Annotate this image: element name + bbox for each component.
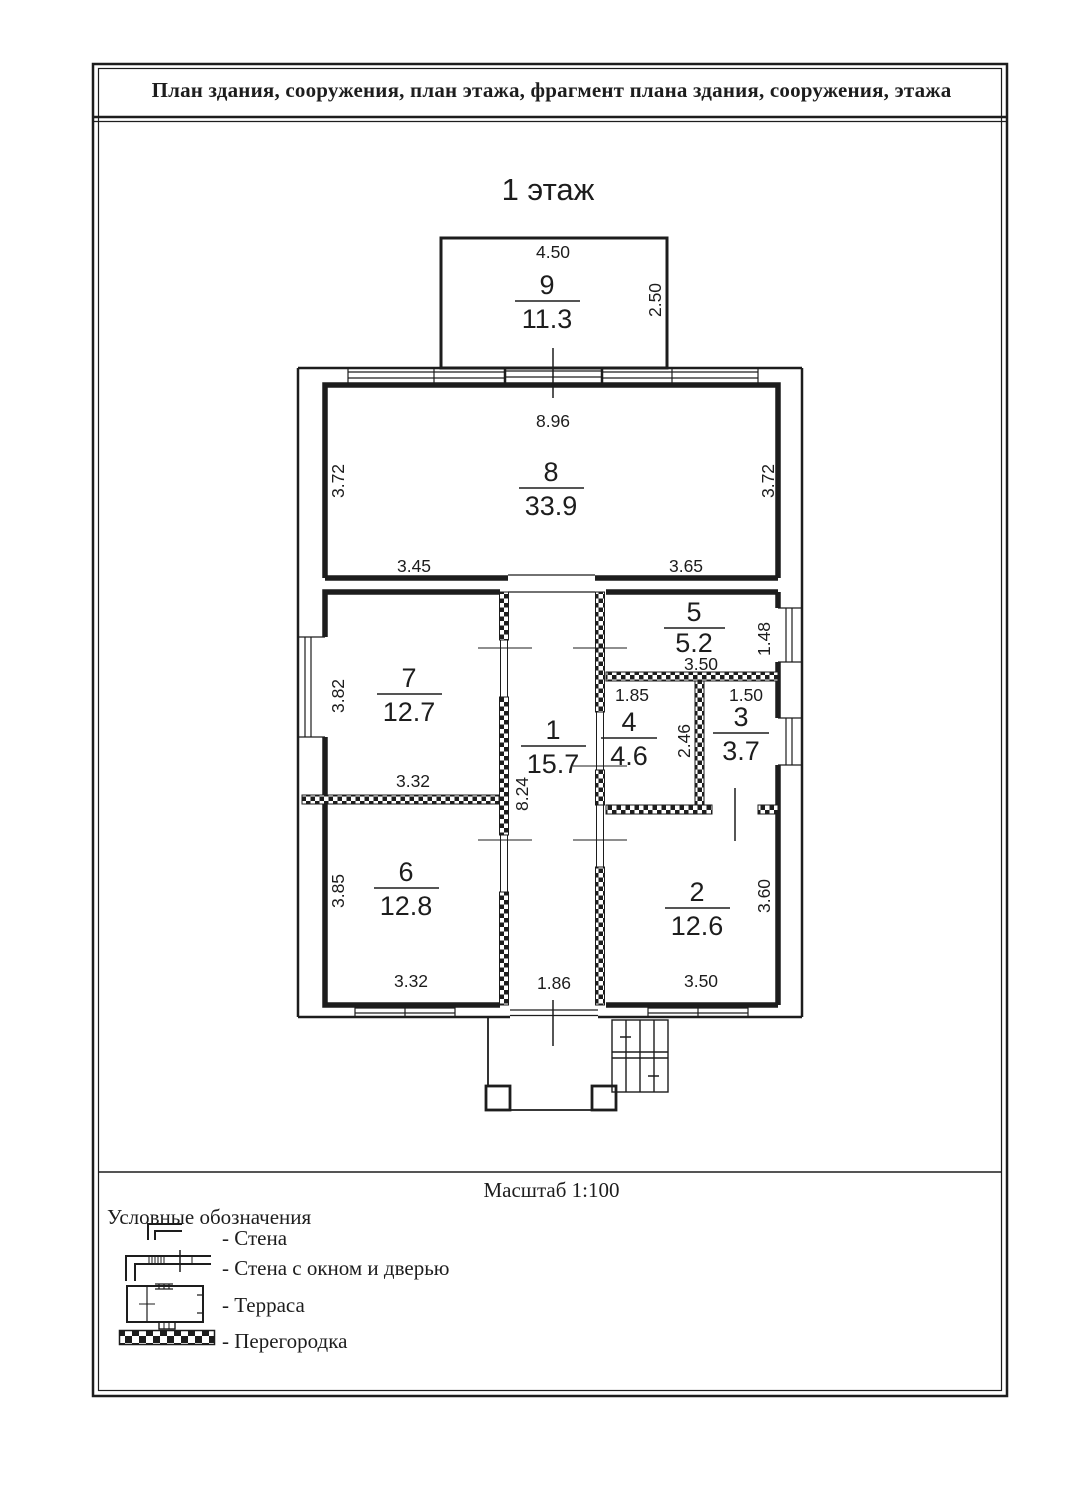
room-6-walls [322, 804, 500, 1008]
room-5-area: 5.2 [675, 628, 713, 658]
room4-room3-partition [694, 680, 705, 806]
room-1-area: 15.7 [527, 749, 580, 779]
stair-direction-marks [620, 1036, 659, 1077]
partition-icon [118, 1329, 216, 1347]
window-top-left [347, 368, 505, 385]
door-openings [500, 640, 604, 892]
dim-room9-width: 4.50 [536, 242, 570, 262]
legend-heading: Условные обозначения [107, 1205, 312, 1229]
dim-room5-bottom: 3.50 [684, 654, 718, 674]
dim-room6-left: 3.85 [328, 874, 348, 908]
room-9-number: 9 [539, 270, 554, 300]
room-5-number: 5 [686, 597, 701, 627]
room-6-number: 6 [398, 857, 413, 887]
staircase [611, 1019, 669, 1093]
partitions [301, 591, 779, 1006]
dim-room4-right: 2.46 [674, 724, 694, 758]
room-4-area: 4.6 [610, 741, 648, 771]
room-2-area: 12.6 [671, 911, 724, 941]
floor-heading: 1 этаж [501, 172, 595, 207]
room-3-area: 3.7 [722, 736, 760, 766]
room-labels: 9 11.3 8 33.9 7 12.7 1 15.7 5 5.2 4 4.6 … [380, 270, 760, 941]
room-8-walls [322, 382, 781, 578]
legend-item-partition: - Перегородка [222, 1329, 348, 1353]
scale-label: Масштаб 1:100 [483, 1178, 620, 1202]
window-bottom-left [354, 1005, 456, 1017]
room5-bottom-partition [605, 671, 779, 682]
room-9-area: 11.3 [522, 304, 573, 334]
dim-room8-bottom-right: 3.65 [669, 556, 703, 576]
window-bottom-right [647, 1005, 749, 1017]
dim-room8-bottom-left: 3.45 [397, 556, 431, 576]
dim-room9-height: 2.50 [645, 283, 665, 317]
dim-hall-height: 8.24 [512, 777, 532, 811]
inner-walls [322, 382, 781, 1008]
room-7-number: 7 [401, 663, 416, 693]
room-8-number: 8 [543, 457, 558, 487]
dim-room5-right: 1.48 [754, 622, 774, 656]
room7-room6-partition [301, 794, 500, 805]
window-left [298, 636, 325, 738]
dim-room2-right: 3.60 [754, 879, 774, 913]
terrace-icon [124, 1283, 206, 1331]
window-top-right [602, 368, 759, 385]
wall-corner-icon [144, 1220, 184, 1242]
wall-window-door-icon [122, 1250, 214, 1284]
room-1-number: 1 [545, 715, 560, 745]
dim-room8-right: 3.72 [758, 464, 778, 498]
dim-room4-top: 1.85 [615, 685, 649, 705]
dim-hall-bottom: 1.86 [537, 973, 571, 993]
hall-left-partition [499, 591, 509, 641]
room-8-area: 33.9 [525, 491, 578, 521]
dim-room7-bottom: 3.32 [396, 771, 430, 791]
room-6-area: 12.8 [380, 891, 433, 921]
dim-room8-width: 8.96 [536, 411, 570, 431]
dim-room3-top: 1.50 [729, 685, 763, 705]
room-2-number: 2 [689, 877, 704, 907]
window-right-room3 [778, 717, 802, 766]
legend-item-terrace: - Терраса [222, 1293, 305, 1317]
window-right-room5 [778, 607, 802, 663]
porch-column-left [484, 1084, 512, 1112]
legend-item-wall: - Стена [222, 1226, 288, 1250]
dim-room6-bottom: 3.32 [394, 971, 428, 991]
porch [484, 1017, 618, 1112]
hall-right-partition [595, 591, 605, 713]
room-4-number: 4 [621, 707, 636, 737]
hall-room8-opening [508, 574, 595, 593]
room-label-bars [374, 300, 769, 909]
page-title: План здания, сооружения, план этажа, фра… [151, 78, 952, 102]
room-7-walls [322, 589, 500, 795]
legend-item-wall-window-door: - Стена с окном и дверью [222, 1256, 450, 1280]
dimension-ticks [478, 647, 627, 841]
room-3-number: 3 [733, 702, 748, 732]
room-9-outline [439, 236, 669, 370]
doorways [505, 348, 736, 1046]
dim-room7-left: 3.82 [328, 679, 348, 713]
dimension-labels: 4.50 2.50 8.96 3.72 3.72 3.45 3.65 3.82 … [328, 242, 778, 993]
room-7-area: 12.7 [383, 697, 436, 727]
dim-room2-bottom: 3.50 [684, 971, 718, 991]
room2-top-partition [605, 804, 713, 815]
page-frame [91, 62, 1009, 1398]
dim-room8-left: 3.72 [328, 464, 348, 498]
windows [298, 368, 802, 1017]
entrance-threshold [510, 1009, 598, 1017]
